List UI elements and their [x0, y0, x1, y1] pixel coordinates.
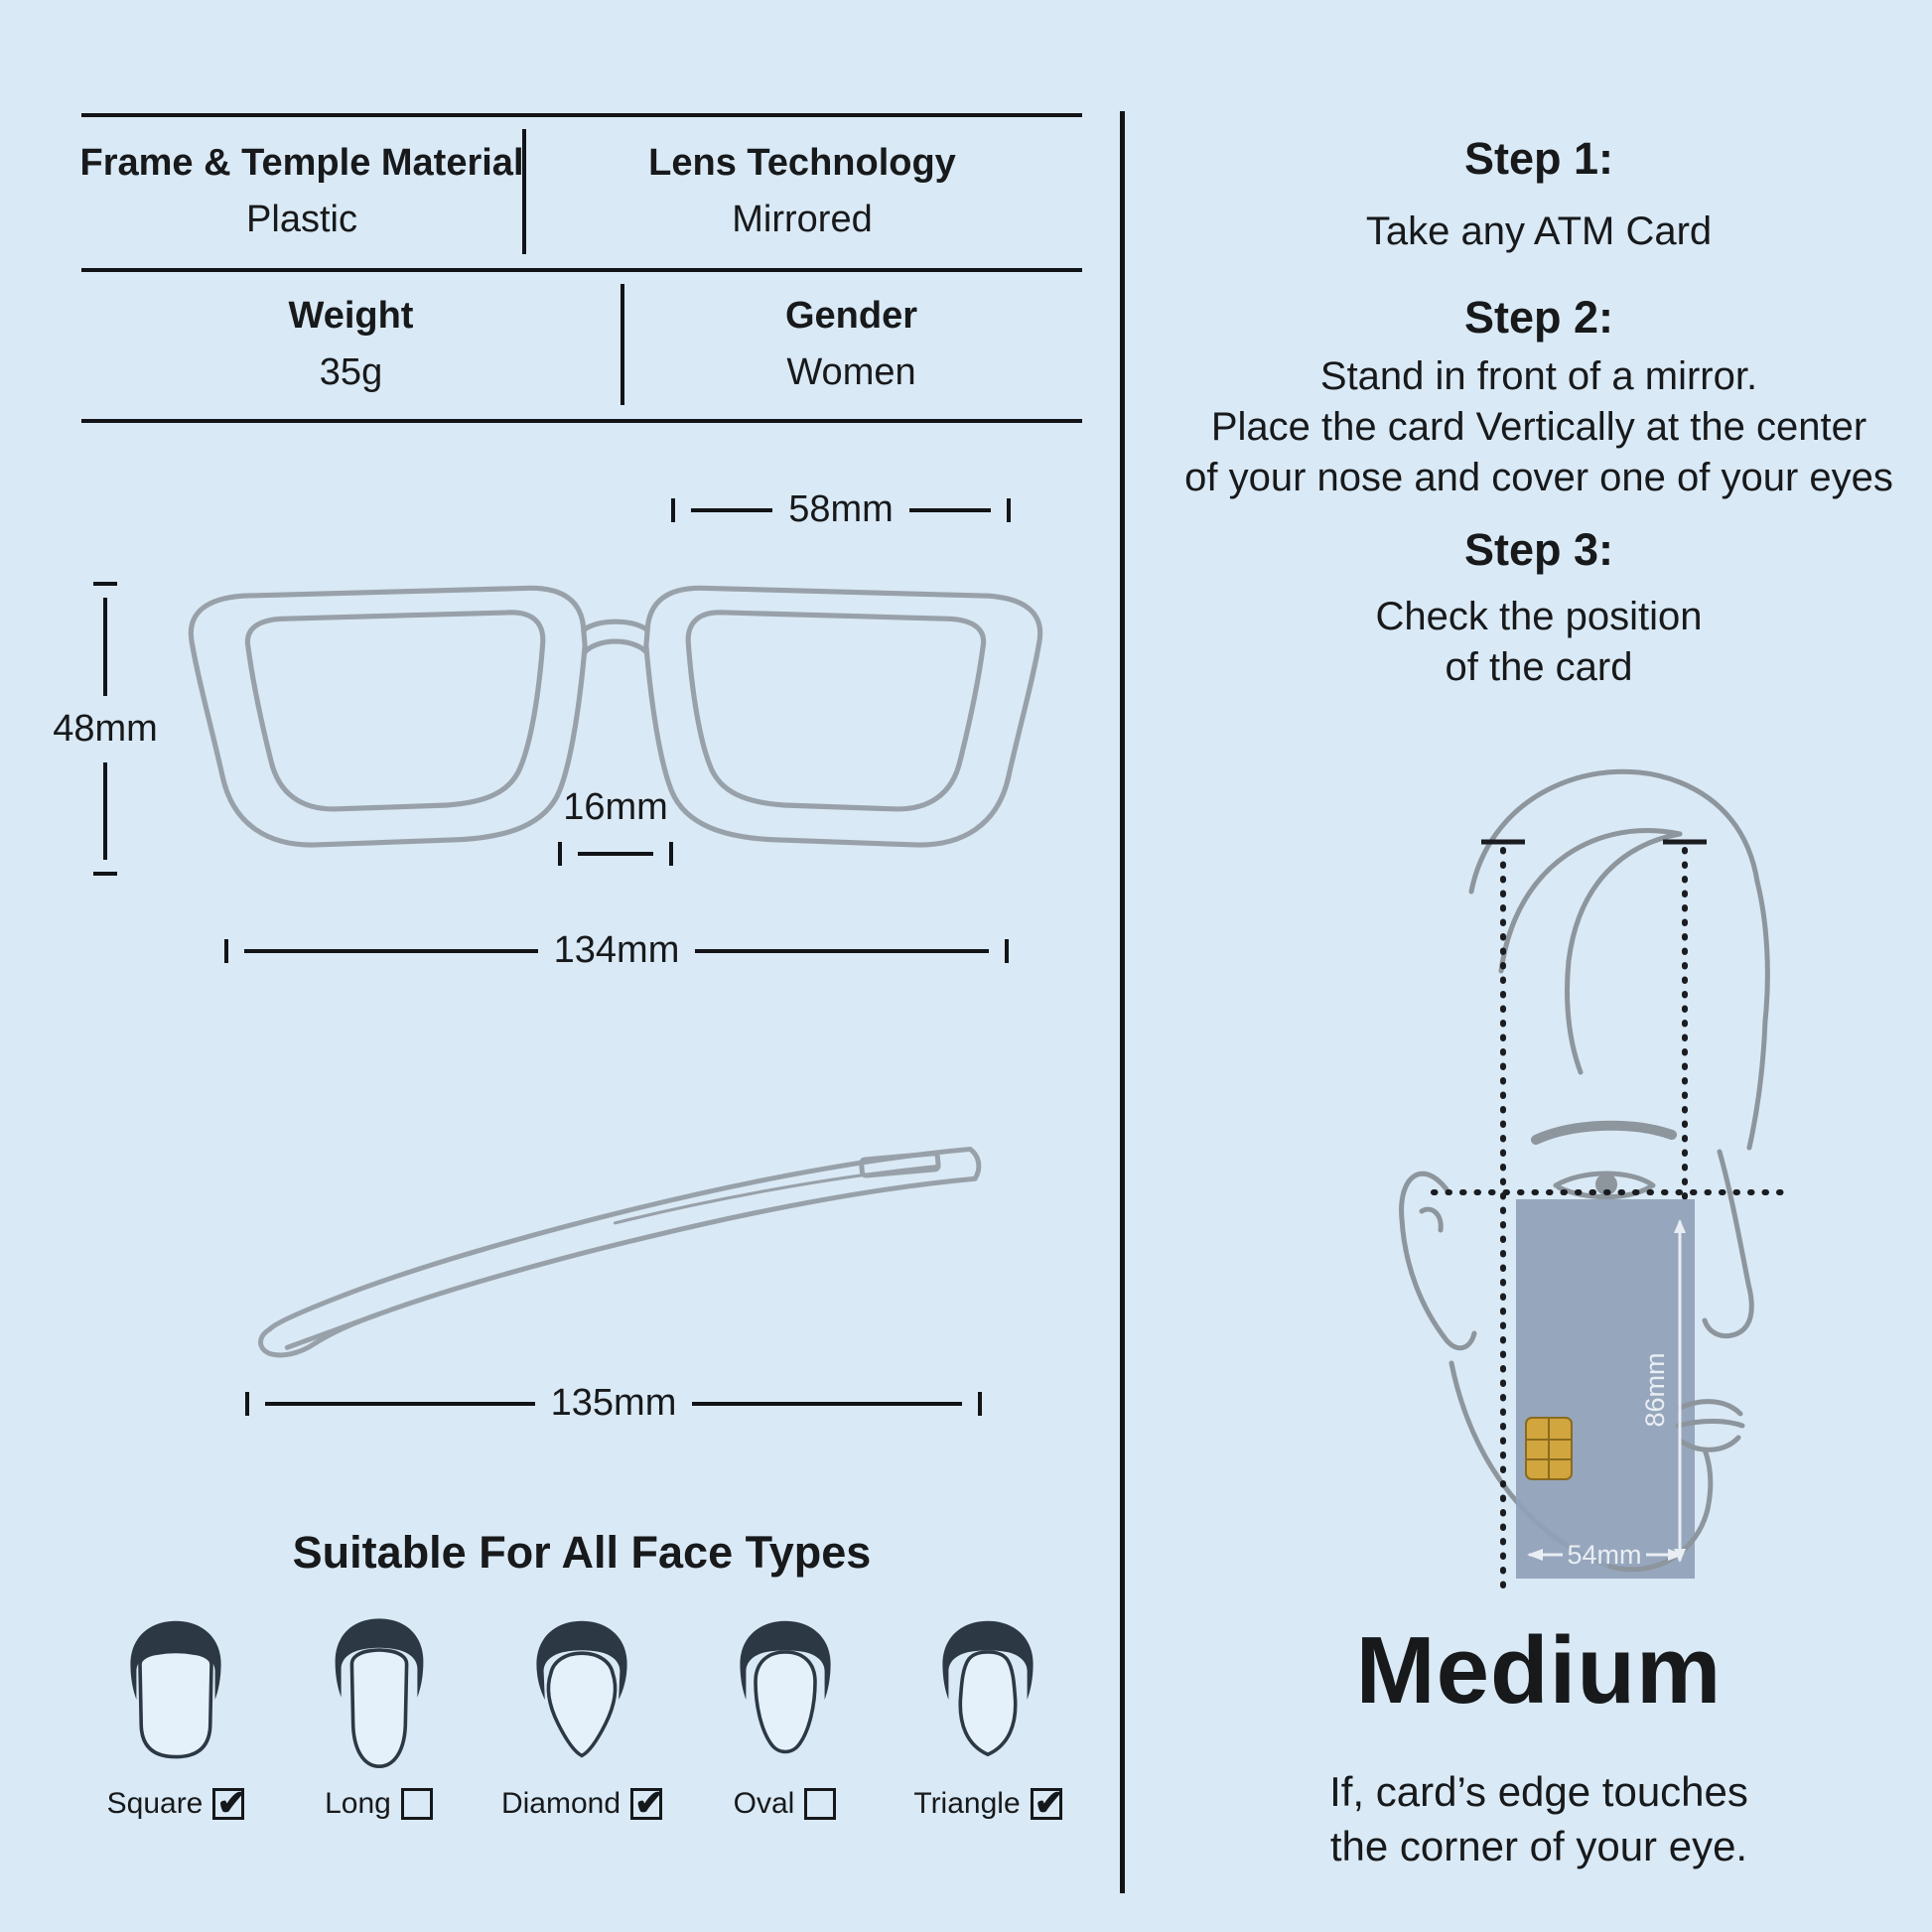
spec-value: 35g — [319, 351, 383, 393]
dim-frame-width: 134mm — [224, 929, 1009, 972]
spec-cell-lens-technology: Lens Technology Mirrored — [522, 117, 1082, 266]
dim-frame-width-label: 134mm — [553, 929, 680, 971]
spec-label: Frame & Temple Material — [79, 142, 524, 184]
table-rule-middle — [81, 268, 1082, 272]
spec-value: Plastic — [246, 199, 357, 240]
face-type-label: Square — [106, 1787, 204, 1820]
sunglasses-front-diagram — [188, 585, 1043, 848]
dim-bridge-line — [558, 842, 673, 866]
atm-card — [1516, 1199, 1695, 1579]
spec-cell-frame-material: Frame & Temple Material Plastic — [79, 117, 524, 266]
table-rule-bottom — [81, 419, 1082, 423]
face-diamond-icon — [536, 1620, 627, 1758]
face-type-label: Triangle — [913, 1787, 1021, 1820]
face-square-icon — [130, 1620, 221, 1759]
checkbox-unchecked-icon — [400, 1788, 433, 1820]
spec-label: Lens Technology — [648, 142, 956, 184]
spec-label: Weight — [288, 295, 414, 337]
card-height-measure: 86mm — [1640, 1219, 1686, 1563]
checkbox-checked-icon: ✔ — [1030, 1782, 1064, 1823]
face-type-label-row: Long — [325, 1787, 433, 1821]
checkbox-checked-icon: ✔ — [212, 1782, 247, 1823]
step-2-title: Step 2: — [1463, 292, 1614, 343]
face-triangle-icon — [942, 1620, 1034, 1757]
check-mark: ✔ — [1034, 1782, 1064, 1823]
temple-side-diagram — [258, 1146, 982, 1358]
step-3-text: Check the position of the card — [1375, 595, 1703, 690]
face-card-illustration: 86mm 54mm — [1399, 768, 1789, 1599]
face-type-square: Square ✔ — [81, 1616, 270, 1821]
face-type-label-row: Square ✔ — [106, 1782, 247, 1823]
spec-table: Frame & Temple Material Plastic Lens Tec… — [79, 113, 1082, 423]
checkbox-checked-icon: ✔ — [630, 1782, 665, 1823]
step-1-title: Step 1: — [1463, 133, 1614, 184]
face-type-label: Long — [325, 1787, 391, 1820]
dim-lens-height-label: 48mm — [53, 707, 158, 750]
spec-value: Women — [786, 351, 916, 393]
face-oval-icon — [739, 1620, 831, 1754]
spec-label: Gender — [784, 295, 918, 337]
dim-temple-length: 135mm — [245, 1382, 982, 1425]
table-separator-row2 — [621, 284, 624, 405]
card-height-label: 86mm — [1640, 1352, 1670, 1427]
step-2-text: Stand in front of a mirror. Place the ca… — [1184, 354, 1893, 500]
step-1-text: Take any ATM Card — [1365, 209, 1713, 253]
spec-cell-weight: Weight 35g — [81, 272, 621, 417]
dim-lens-width: 58mm — [671, 488, 1012, 531]
face-type-label: Oval — [733, 1787, 795, 1820]
face-long-icon — [335, 1618, 423, 1769]
face-type-diamond: Diamond ✔ — [487, 1616, 676, 1821]
checkbox-unchecked-icon — [804, 1788, 837, 1820]
result-size: Medium — [1355, 1617, 1723, 1724]
face-type-label-row: Triangle ✔ — [913, 1782, 1064, 1823]
result-note: If, card’s edge touches the corner of yo… — [1329, 1768, 1748, 1869]
face-type-label-row: Diamond ✔ — [500, 1782, 665, 1823]
step-3-title: Step 3: — [1463, 524, 1614, 575]
check-mark: ✔ — [634, 1782, 665, 1823]
column-divider — [1120, 111, 1125, 1893]
face-type-label: Diamond — [500, 1787, 621, 1820]
face-types-title: Suitable For All Face Types — [292, 1527, 872, 1578]
card-width-measure: 54mm — [1527, 1540, 1684, 1570]
check-mark: ✔ — [216, 1782, 247, 1823]
table-rule-top — [81, 113, 1082, 117]
dim-temple-length-label: 135mm — [550, 1382, 677, 1424]
card-width-label: 54mm — [1567, 1540, 1641, 1570]
table-separator-row1 — [522, 129, 526, 254]
spec-cell-gender: Gender Women — [621, 272, 1082, 417]
spec-value: Mirrored — [732, 199, 873, 240]
face-types-row: Square ✔ Long — [81, 1616, 1082, 1821]
dim-lens-width-label: 58mm — [788, 488, 894, 530]
face-type-triangle: Triangle ✔ — [894, 1616, 1082, 1821]
face-type-oval: Oval — [691, 1616, 880, 1821]
dim-lens-height: 48mm — [40, 582, 171, 876]
face-type-label-row: Oval — [734, 1787, 837, 1821]
dim-bridge-label: 16mm — [563, 786, 668, 828]
face-type-long: Long — [285, 1616, 474, 1821]
card-chip-icon — [1525, 1417, 1573, 1480]
